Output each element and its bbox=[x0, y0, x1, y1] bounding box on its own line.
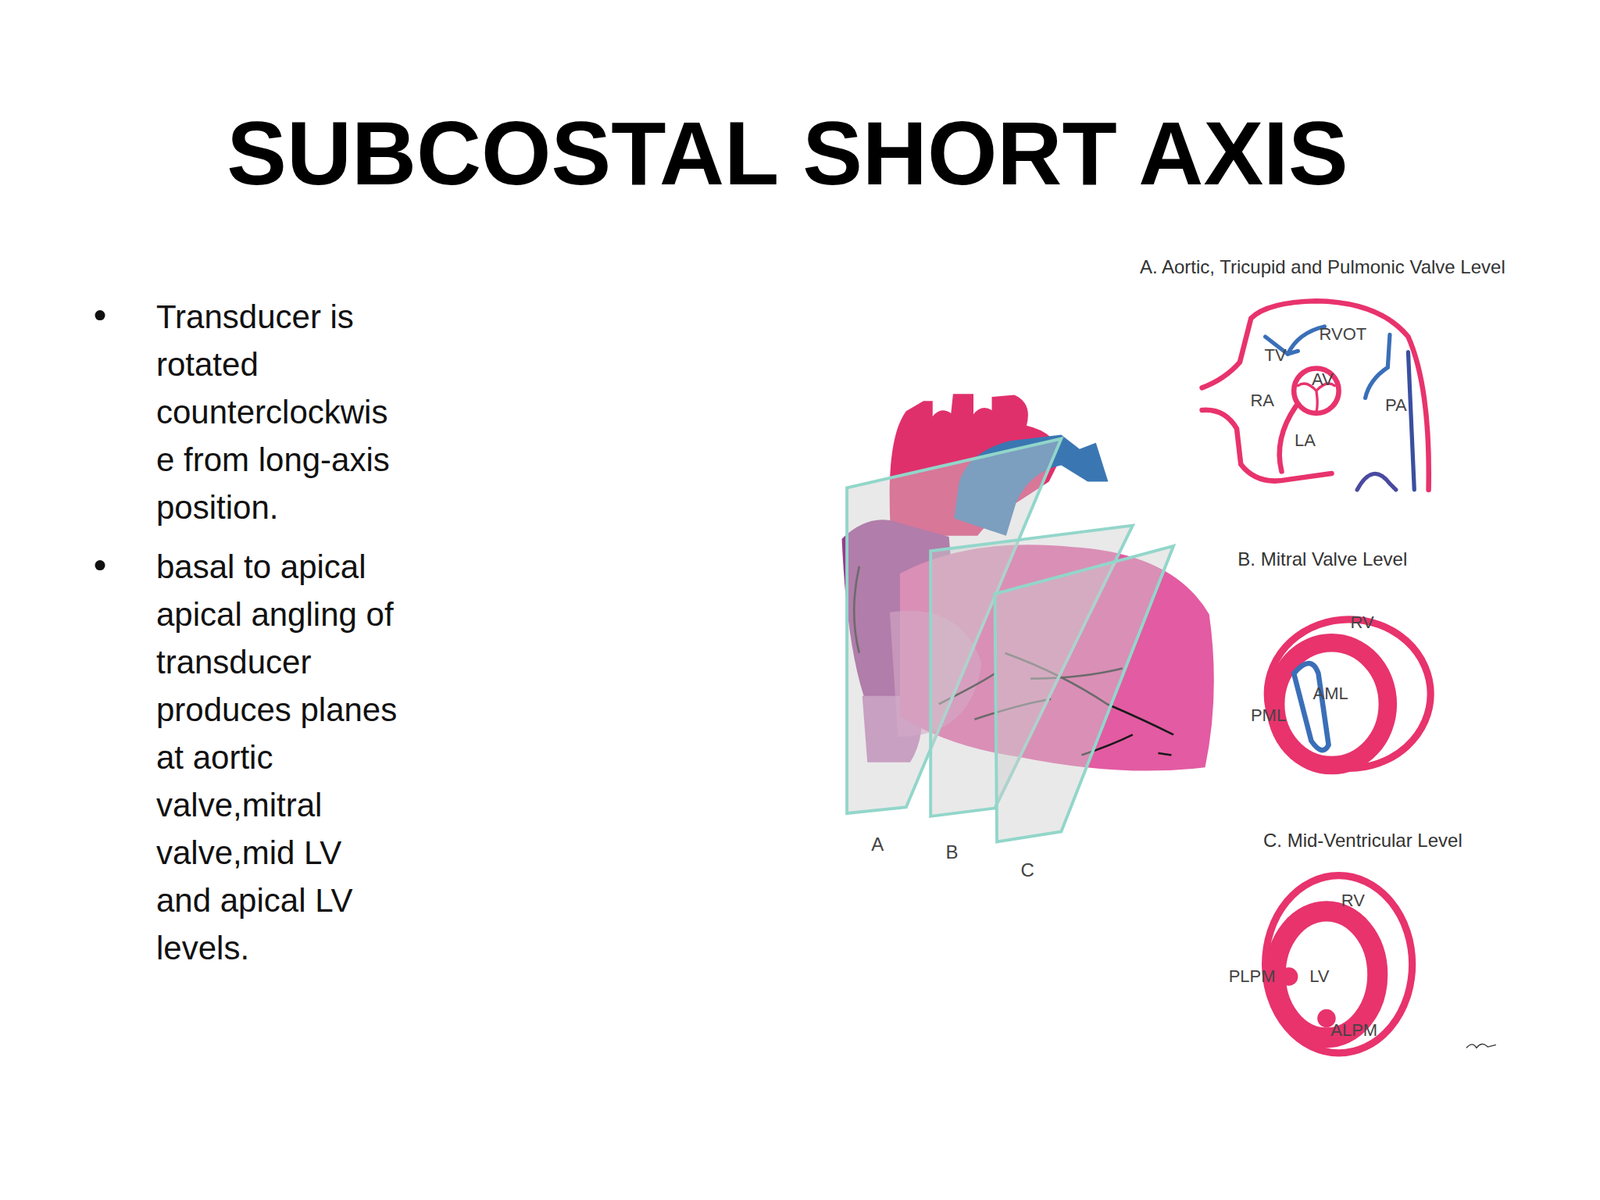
signature bbox=[1466, 1043, 1497, 1048]
valve-level-section bbox=[1202, 300, 1429, 490]
papillary-muscle bbox=[1279, 967, 1299, 986]
anatomy-label: PA bbox=[1385, 395, 1408, 415]
plane-letter: A bbox=[871, 834, 884, 855]
bullet-dot bbox=[94, 310, 105, 321]
plane-letter: B bbox=[946, 841, 959, 862]
bullet-text: basal to apical apical angling of transd… bbox=[156, 542, 403, 972]
mitral-leaflets bbox=[1293, 663, 1329, 750]
anatomy-label: RVOT bbox=[1318, 325, 1367, 344]
slide-title: SUBCOSTAL SHORT AXIS bbox=[226, 103, 1348, 204]
mid-ventricular-section bbox=[1265, 875, 1413, 1054]
valve-leaflets bbox=[1265, 326, 1415, 490]
anatomy-label: LV bbox=[1309, 967, 1329, 986]
anatomy-label: ALPM bbox=[1330, 1021, 1378, 1040]
scan-plane bbox=[994, 546, 1174, 843]
plane-letter: C bbox=[1021, 860, 1035, 881]
anatomy-label: PLPM bbox=[1228, 967, 1276, 986]
bullet-text: Transducer is rotated counterclockwise f… bbox=[156, 292, 403, 532]
anatomy-label: RV bbox=[1350, 613, 1375, 633]
anatomy-label: LA bbox=[1294, 431, 1316, 450]
panel-title: A. Aortic, Tricupid and Pulmonic Valve L… bbox=[1139, 257, 1506, 278]
anatomy-label: AV bbox=[1311, 370, 1334, 390]
anatomy-label: TV bbox=[1264, 345, 1287, 365]
anatomy-label: RV bbox=[1341, 891, 1365, 911]
anatomy-label: RA bbox=[1250, 391, 1275, 411]
anatomy-label: PML bbox=[1250, 705, 1286, 725]
anatomy-label: AML bbox=[1313, 684, 1349, 704]
panel-title: B. Mitral Valve Level bbox=[1237, 549, 1408, 570]
panel-title: C. Mid-Ventricular Level bbox=[1263, 830, 1463, 851]
mitral-level-section bbox=[1267, 619, 1431, 769]
scan-planes bbox=[846, 439, 1174, 843]
bullet-dot bbox=[94, 560, 105, 571]
heart-illustration bbox=[842, 393, 1215, 842]
